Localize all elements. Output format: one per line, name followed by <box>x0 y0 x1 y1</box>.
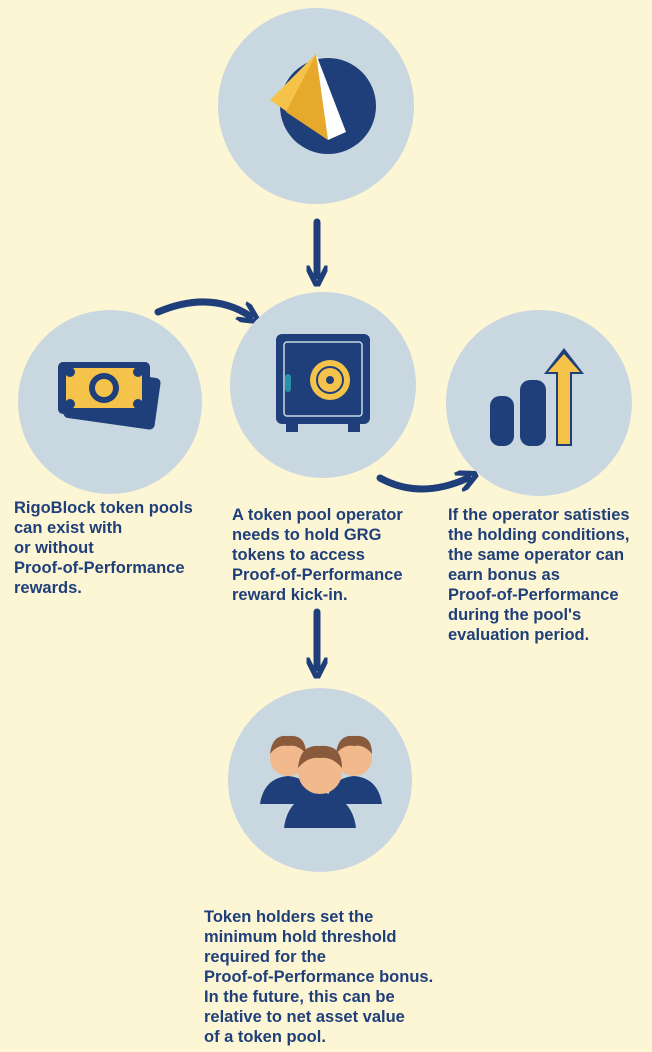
bar-chart-up-icon <box>490 348 584 446</box>
node-safe <box>230 292 416 478</box>
node-money <box>18 310 202 494</box>
caption-holders: Token holders set the minimum hold thres… <box>204 908 434 1046</box>
node-logo <box>218 8 414 204</box>
banknotes-icon <box>58 362 161 430</box>
arrow-safe-to-growth <box>376 478 468 493</box>
caption-growth: If the operator satisties the holding co… <box>448 506 630 644</box>
caption-money: RigoBlock token pools can exist with or … <box>14 499 193 597</box>
rigoblock-logo-icon <box>270 54 376 154</box>
node-holders <box>228 688 412 872</box>
people-group-icon <box>260 735 382 828</box>
safe-icon <box>276 334 370 432</box>
caption-safe: A token pool operator needs to hold GRG … <box>232 506 403 604</box>
node-growth <box>446 310 632 496</box>
arrow-money-to-safe <box>154 298 250 316</box>
